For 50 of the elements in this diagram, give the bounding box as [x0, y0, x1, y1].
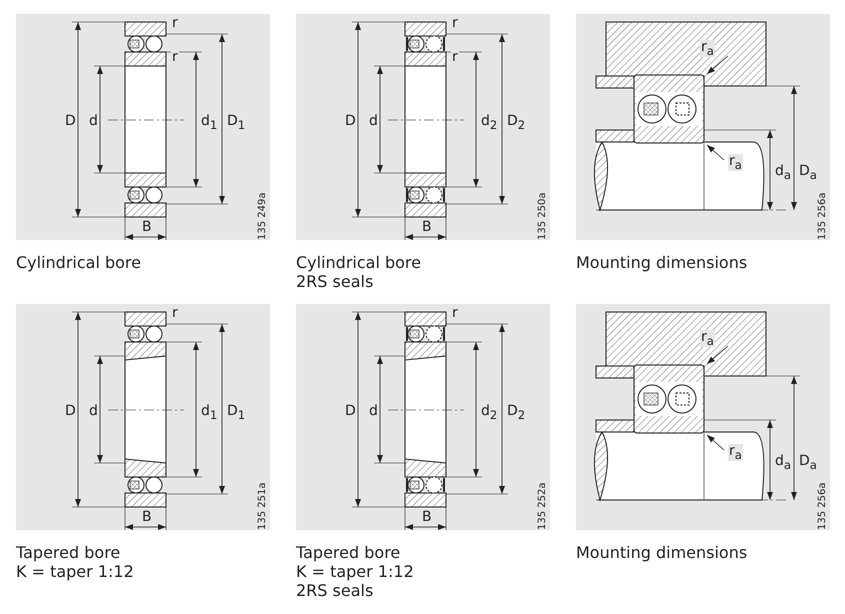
dimension-label: B [421, 510, 433, 524]
caption: Cylindrical bore [16, 254, 141, 272]
dimension-label: d [368, 404, 379, 418]
dimension-label: r [451, 16, 459, 30]
dimension-label: D [344, 114, 357, 128]
dimension-label: r [171, 306, 179, 320]
figure-number: 135 252a [538, 482, 548, 530]
caption: 2RS seals [296, 582, 374, 600]
dimension-label: D$_{2}$ [506, 114, 526, 132]
dimension-label: r$_{a}$ [700, 40, 715, 58]
caption: Tapered bore [16, 544, 120, 562]
caption: Mounting dimensions [576, 544, 748, 562]
figure-number: 135 256a [818, 482, 828, 530]
dimension-label: D$_{a}$ [798, 454, 818, 472]
dimension-label: d$_{2}$ [480, 404, 498, 422]
dimension-label: r$_{a}$ [728, 444, 743, 462]
dimension-label: r$_{a}$ [700, 330, 715, 348]
caption: K = taper 1:12 [16, 563, 134, 582]
dimension-label: r [171, 50, 179, 64]
dimension-label: D [344, 404, 357, 418]
caption: K = taper 1:12 [296, 563, 414, 582]
dimension-label: D$_{1}$ [226, 114, 246, 132]
figure-number: 135 251a [258, 482, 268, 530]
dimension-label: r [171, 16, 179, 30]
dimension-label: d$_{a}$ [774, 164, 792, 182]
caption: Tapered bore [296, 544, 400, 562]
dimension-label: d$_{2}$ [480, 114, 498, 132]
dimension-label: B [421, 220, 433, 234]
figure-number: 135 250a [538, 192, 548, 240]
dimension-label: D$_{2}$ [506, 404, 526, 422]
dimension-label: d$_{a}$ [774, 454, 792, 472]
dimension-label: D [64, 114, 77, 128]
caption: Cylindrical bore [296, 254, 421, 272]
caption: Mounting dimensions [576, 254, 748, 272]
dimension-label: d [88, 404, 99, 418]
dimension-label: d [368, 114, 379, 128]
dimension-label: D$_{a}$ [798, 164, 818, 182]
dimension-label: r [451, 50, 459, 64]
dimension-label: r$_{a}$ [728, 154, 743, 172]
dimension-label: D [64, 404, 77, 418]
dimension-label: B [141, 220, 153, 234]
figure-number: 135 249a [258, 192, 268, 240]
caption: 2RS seals [296, 273, 374, 292]
dimension-label: d$_{1}$ [200, 114, 218, 132]
figure-number: 135 256a [818, 192, 828, 240]
dimension-label: r [451, 306, 459, 320]
dimension-label: d$_{1}$ [200, 404, 218, 422]
dimension-label: D$_{1}$ [226, 404, 246, 422]
dimension-label: B [141, 510, 153, 524]
dimension-label: d [88, 114, 99, 128]
